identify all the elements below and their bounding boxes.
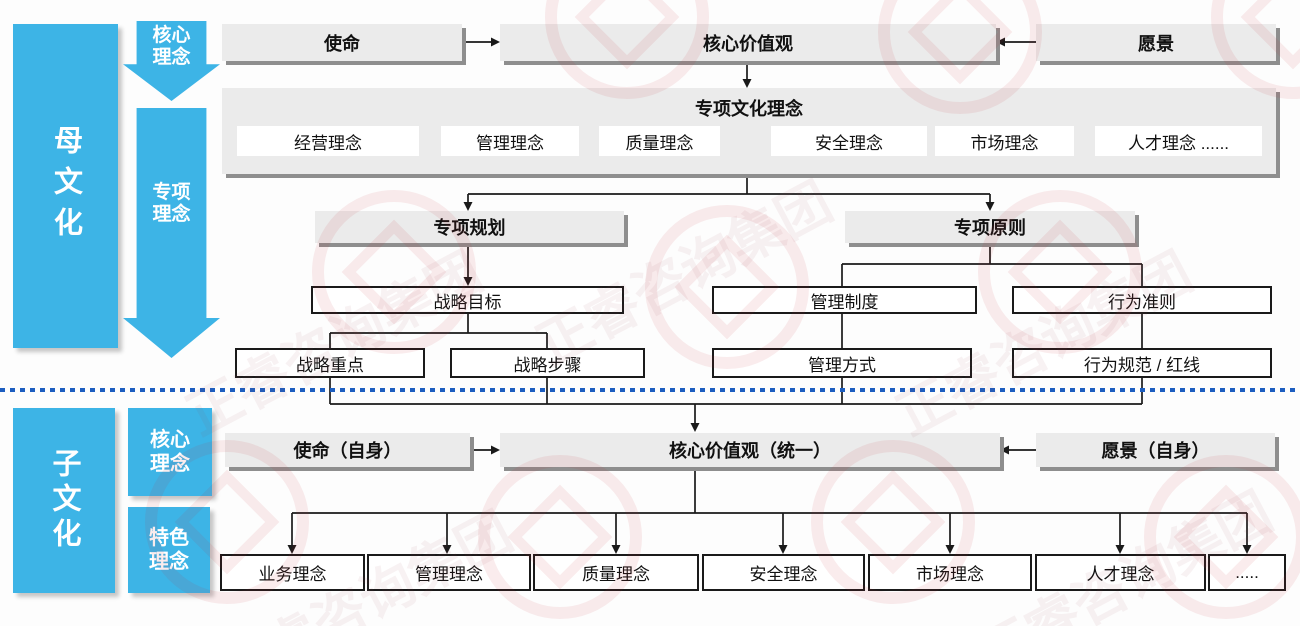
concept-item-market: 市场理念 xyxy=(935,126,1074,156)
sub-item-quality: 质量理念 xyxy=(533,554,699,591)
special-planning-header: 专项规划 xyxy=(315,211,624,243)
sub-item-business: 业务理念 xyxy=(220,554,365,591)
sub-mission-label: 使命（自身） xyxy=(293,441,402,461)
special-principle-header: 专项原则 xyxy=(845,211,1135,243)
concept-item-management: 管理理念 xyxy=(441,126,579,156)
core-values-box: 核心价值观 xyxy=(500,24,996,61)
conduct-code-box: 行为准则 xyxy=(1012,286,1272,314)
core-values-label: 核心价值观 xyxy=(703,33,793,54)
child-culture-label: 子文化 xyxy=(48,448,80,553)
vision-box: 愿景 xyxy=(1036,24,1276,61)
special-concept-arrow: 专项理念 xyxy=(123,108,220,358)
special-planning-label: 专项规划 xyxy=(433,218,506,238)
sub-item-talent: 人才理念 xyxy=(1035,554,1206,591)
vision-label: 愿景 xyxy=(1138,33,1174,54)
arrowheads xyxy=(287,37,1252,554)
child-core-concept-label: 核心理念 xyxy=(150,429,190,475)
mother-culture-label: 母文化 xyxy=(49,124,82,248)
sub-item-ellipsis: ..... xyxy=(1208,554,1286,591)
child-culture-bar: 子文化 xyxy=(13,408,115,593)
sub-core-values-label: 核心价值观（统一） xyxy=(669,441,831,461)
mother-culture-bar: 母文化 xyxy=(13,24,118,348)
special-concept-arrow-label: 专项理念 xyxy=(152,182,191,225)
child-core-concept-box: 核心理念 xyxy=(128,408,212,496)
sub-item-safety: 安全理念 xyxy=(702,554,865,591)
management-system-box: 管理制度 xyxy=(712,286,977,314)
special-principle-label: 专项原则 xyxy=(954,218,1026,238)
core-concept-arrow-label: 核心理念 xyxy=(152,25,191,68)
behavior-norms-box: 行为规范 / 红线 xyxy=(1012,348,1272,378)
sub-item-market: 市场理念 xyxy=(868,554,1032,591)
concept-item-safety: 安全理念 xyxy=(771,126,927,156)
strategy-focus-box: 战略重点 xyxy=(235,348,425,378)
sub-core-values-box: 核心价值观（统一） xyxy=(500,433,1000,467)
strategy-goal-box: 战略目标 xyxy=(311,286,624,314)
strategy-steps-box: 战略步骤 xyxy=(450,348,645,378)
sub-vision-label: 愿景（自身） xyxy=(1101,441,1210,461)
child-feature-concept-label: 特色理念 xyxy=(149,527,189,573)
child-feature-concept-box: 特色理念 xyxy=(128,507,210,593)
mission-label: 使命 xyxy=(324,33,360,54)
management-method-box: 管理方式 xyxy=(712,348,972,378)
concept-item-quality: 质量理念 xyxy=(599,126,720,156)
section-divider-dotted-line xyxy=(0,388,1300,392)
sub-item-management: 管理理念 xyxy=(367,554,531,591)
concept-item-business: 经营理念 xyxy=(237,126,419,156)
sub-mission-box: 使命（自身） xyxy=(225,433,470,467)
mission-box: 使命 xyxy=(222,24,462,61)
sub-vision-box: 愿景（自身） xyxy=(1036,433,1275,467)
special-culture-title: 专项文化理念 xyxy=(695,99,803,119)
concept-item-talent: 人才理念 ...... xyxy=(1095,126,1262,156)
